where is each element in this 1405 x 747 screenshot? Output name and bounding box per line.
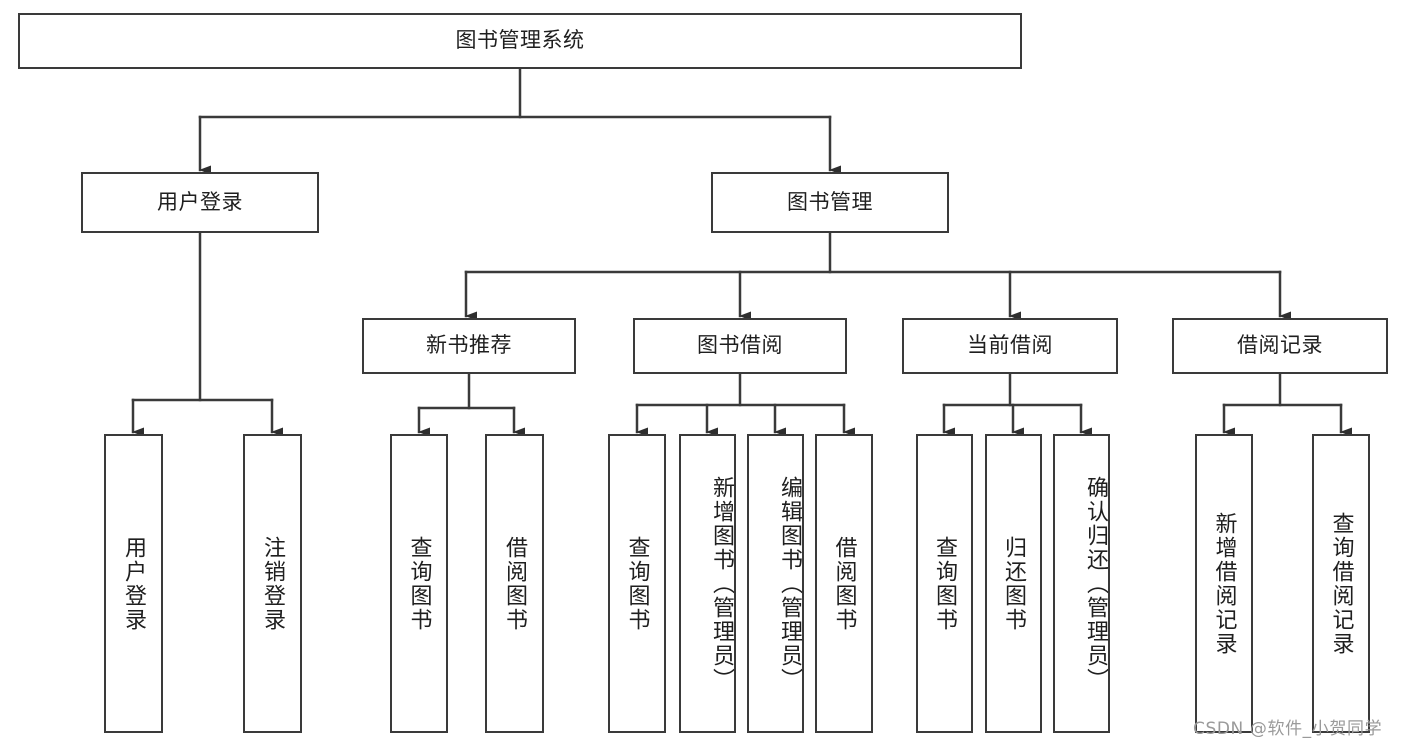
node-leaf-add-book[interactable]: 新增图书（管理员） — [679, 434, 736, 733]
node-leaf-add-book-label: 新增图书（管理员） — [709, 475, 734, 692]
node-root[interactable]: 图书管理系统 — [18, 13, 1022, 69]
node-leaf-user-login-label: 用户登录 — [121, 535, 147, 632]
node-leaf-return-book[interactable]: 归还图书 — [985, 434, 1042, 733]
node-new-book-recommend[interactable]: 新书推荐 — [362, 318, 576, 374]
node-leaf-query-book-3-label: 查询图书 — [932, 535, 958, 632]
node-leaf-query-book-3[interactable]: 查询图书 — [916, 434, 973, 733]
node-leaf-logout-login-label: 注销登录 — [260, 535, 286, 632]
node-leaf-query-borrow-record-label: 查询借阅记录 — [1328, 511, 1354, 656]
node-leaf-user-login[interactable]: 用户登录 — [104, 434, 163, 733]
node-borrow-record-label: 借阅记录 — [1237, 333, 1323, 358]
node-leaf-borrow-book-2[interactable]: 借阅图书 — [815, 434, 873, 733]
node-leaf-query-book-2[interactable]: 查询图书 — [608, 434, 666, 733]
node-leaf-edit-book-label: 编辑图书（管理员） — [777, 475, 802, 692]
node-leaf-add-borrow-record-label: 新增借阅记录 — [1211, 511, 1237, 656]
node-leaf-borrow-book-1-label: 借阅图书 — [502, 535, 528, 632]
node-current-borrow[interactable]: 当前借阅 — [902, 318, 1118, 374]
node-leaf-confirm-return-label: 确认归还（管理员） — [1083, 475, 1108, 692]
node-leaf-query-borrow-record[interactable]: 查询借阅记录 — [1312, 434, 1370, 733]
node-new-book-recommend-label: 新书推荐 — [426, 333, 512, 358]
node-book-borrow[interactable]: 图书借阅 — [633, 318, 847, 374]
node-leaf-borrow-book-1[interactable]: 借阅图书 — [485, 434, 544, 733]
node-current-borrow-label: 当前借阅 — [967, 333, 1053, 358]
node-user-login[interactable]: 用户登录 — [81, 172, 319, 233]
node-leaf-query-book-1-label: 查询图书 — [406, 535, 432, 632]
node-root-label: 图书管理系统 — [455, 28, 585, 53]
node-leaf-logout-login[interactable]: 注销登录 — [243, 434, 302, 733]
node-leaf-edit-book[interactable]: 编辑图书（管理员） — [747, 434, 804, 733]
node-leaf-borrow-book-2-label: 借阅图书 — [831, 535, 857, 632]
node-borrow-record[interactable]: 借阅记录 — [1172, 318, 1388, 374]
node-leaf-return-book-label: 归还图书 — [1001, 535, 1027, 632]
node-user-login-label: 用户登录 — [157, 189, 243, 214]
node-book-manage[interactable]: 图书管理 — [711, 172, 949, 233]
node-book-borrow-label: 图书借阅 — [697, 333, 783, 358]
node-book-manage-label: 图书管理 — [787, 189, 873, 214]
node-leaf-add-borrow-record[interactable]: 新增借阅记录 — [1195, 434, 1253, 733]
node-leaf-confirm-return[interactable]: 确认归还（管理员） — [1053, 434, 1110, 733]
node-leaf-query-book-2-label: 查询图书 — [624, 535, 650, 632]
csdn-watermark: CSDN @软件_小贺同学 — [1193, 719, 1383, 739]
node-leaf-query-book-1[interactable]: 查询图书 — [390, 434, 448, 733]
